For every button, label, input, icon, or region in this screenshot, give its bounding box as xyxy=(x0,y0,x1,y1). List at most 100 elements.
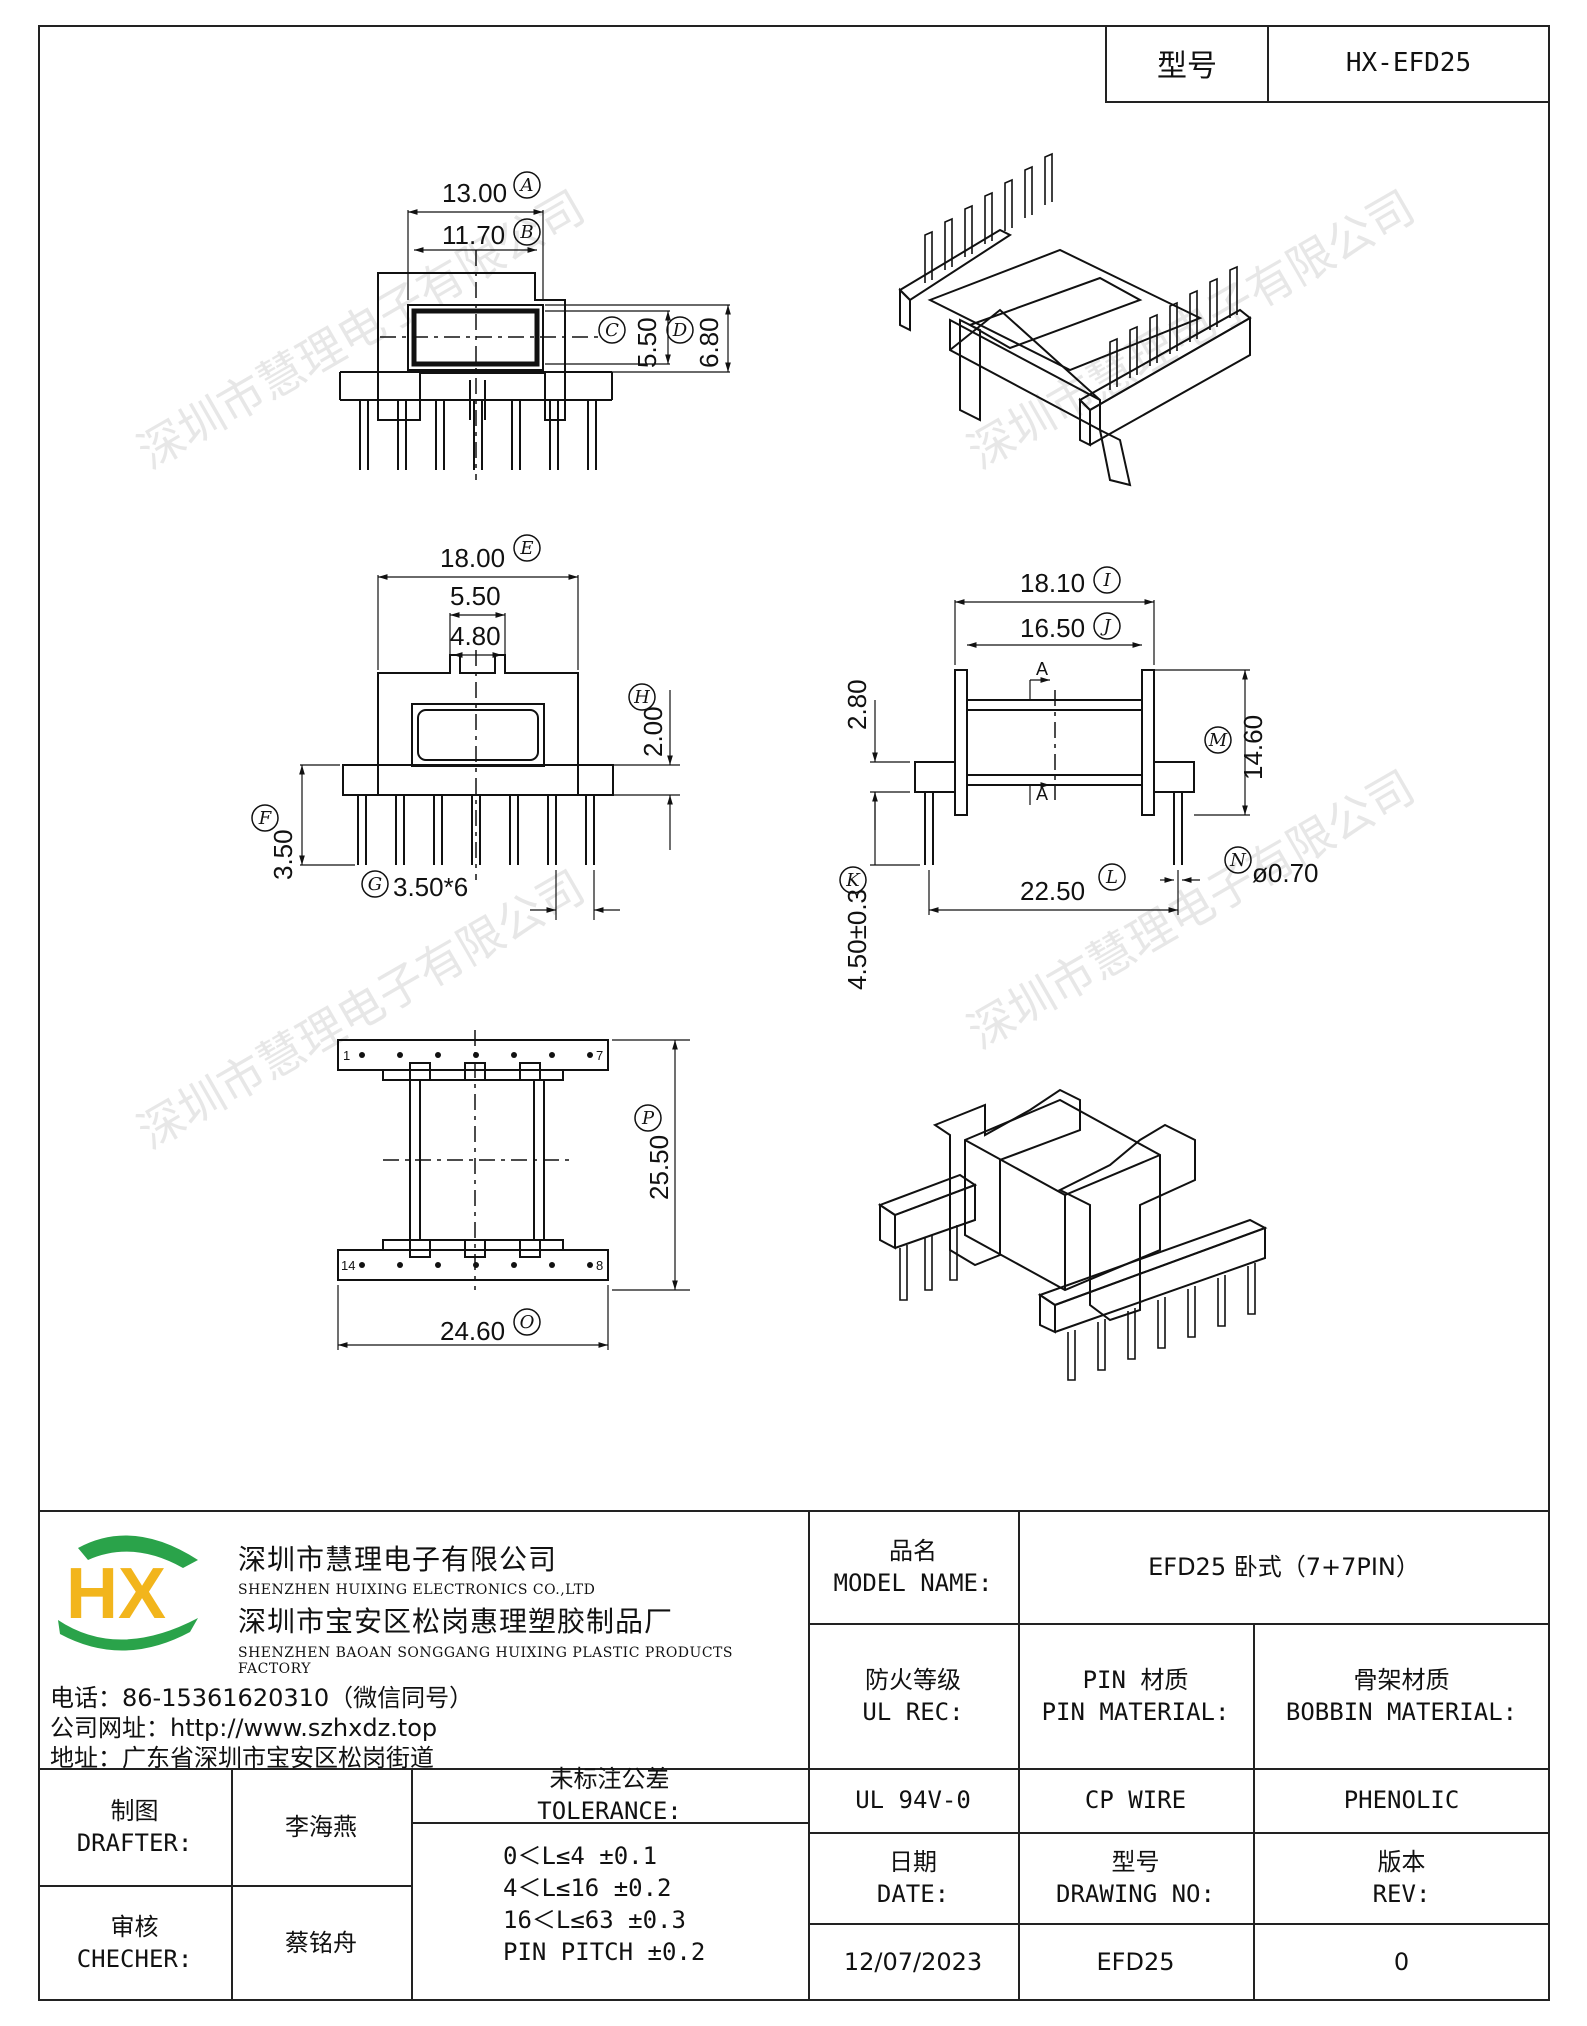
section-mark-top: A xyxy=(1036,659,1048,679)
date-cn: 日期 xyxy=(889,1847,937,1876)
pin-label-1: 1 xyxy=(343,1048,350,1063)
ul-rec-cn: 防火等级 xyxy=(865,1665,961,1694)
model-name-label: 品名 MODEL NAME: xyxy=(808,1510,1018,1623)
factory-en-name: SHENZHEN BAOAN SONGGANG HUIXING PLASTIC … xyxy=(238,1645,733,1677)
pin-label-14: 14 xyxy=(341,1258,355,1273)
bottom-view xyxy=(337,1030,690,1350)
dim-N: ø0.70 xyxy=(1252,858,1319,888)
rev-en: REV: xyxy=(1372,1879,1431,1908)
dim-E-inner2: 4.80 xyxy=(450,621,501,651)
rev-value: 0 xyxy=(1393,1948,1410,1976)
company-address: 地址：广东省深圳市宝安区松岗街道 xyxy=(50,1744,434,1772)
iso-view-top xyxy=(898,152,1252,487)
front-view xyxy=(299,574,680,920)
checker-en: CHECHER: xyxy=(76,1945,193,1973)
title-block: HX 深圳市慧理电子有限公司 SHENZHEN HUIXING ELECTRON… xyxy=(38,1510,1550,2001)
label-letter-l: L xyxy=(1105,867,1118,888)
ul-rec-label: 防火等级 UL REC: xyxy=(808,1623,1018,1768)
rev-cn: 版本 xyxy=(1377,1847,1426,1876)
company-cn-name: 深圳市慧理电子有限公司 xyxy=(238,1543,558,1576)
ul-rec-value: UL 94V-0 xyxy=(855,1786,971,1814)
drawing-frame xyxy=(38,25,1550,2001)
drafter-name: 李海燕 xyxy=(285,1812,357,1841)
iso-view-bottom xyxy=(877,1088,1268,1381)
bobbin-material-label: 骨架材质 BOBBIN MATERIAL: xyxy=(1253,1623,1550,1768)
dim-F: 3.50 xyxy=(268,829,298,880)
label-letter-n: N xyxy=(1229,850,1247,871)
model-name-value-text: EFD25 卧式（7+7PIN） xyxy=(1148,1552,1420,1581)
drawing-no-value: EFD25 xyxy=(1096,1948,1175,1976)
bobbin-material-value: PHENOLIC xyxy=(1343,1786,1460,1814)
bobbin-material-en: BOBBIN MATERIAL: xyxy=(1285,1697,1518,1726)
dim-2-80: 2.80 xyxy=(842,679,872,730)
label-letter-k: K xyxy=(845,870,861,891)
date-label: 日期 DATE: xyxy=(808,1832,1018,1923)
tolerance-row: PIN PITCH ±0.2 xyxy=(503,1938,706,1966)
tolerance-en: TOLERANCE: xyxy=(537,1797,682,1825)
watermark-3: 深圳市慧理电子有限公司 xyxy=(129,860,594,1160)
label-letter-b: B xyxy=(519,222,533,243)
pin-material-value: CP WIRE xyxy=(1084,1786,1187,1814)
label-letter-e: E xyxy=(519,538,533,559)
company-phone: 电话：86-15361620310（微信同号） xyxy=(50,1684,474,1712)
drawing-no-en: DRAWING NO: xyxy=(1056,1879,1215,1908)
dimension-labels: 13.00 11.70 5.50 6.80 18.00 5.50 4.80 2.… xyxy=(268,178,1319,1346)
pin-label-7: 7 xyxy=(596,1048,603,1063)
dim-J: 16.50 xyxy=(1020,613,1085,643)
dim-G: 3.50*6 xyxy=(393,872,468,902)
pin-material-label: PIN 材质 PIN MATERIAL: xyxy=(1018,1623,1253,1768)
dim-H: 2.00 xyxy=(638,706,668,757)
model-header: 型号 HX-EFD25 xyxy=(1105,25,1550,103)
section-mark-bottom: A xyxy=(1036,784,1048,804)
company-en-name: SHENZHEN HUIXING ELECTRONICS CO.,LTD xyxy=(238,1582,596,1598)
date-value: 12/07/2023 xyxy=(843,1948,983,1976)
tolerance-row: 4＜L≤16 ±0.2 xyxy=(503,1874,672,1902)
label-letter-m: M xyxy=(1208,730,1228,751)
checker-label: 审核 CHECHER: xyxy=(38,1885,231,2001)
dim-E: 18.00 xyxy=(440,543,505,573)
label-circles xyxy=(251,171,1252,1336)
drawing-no-cn: 型号 xyxy=(1111,1847,1160,1876)
tolerance-label: 未标注公差 TOLERANCE: xyxy=(411,1765,808,1825)
model-key: 型号 xyxy=(1107,25,1269,101)
tolerance-row: 16＜L≤63 ±0.3 xyxy=(503,1906,686,1934)
watermark-2: 深圳市慧理电子有限公司 xyxy=(959,180,1424,480)
bottom-view-pinholes xyxy=(359,1052,593,1268)
company-website: 公司网址：http://www.szhxdz.top xyxy=(50,1714,438,1742)
pin-material-en: PIN MATERIAL: xyxy=(1041,1697,1230,1726)
dim-K: 4.50±0.3 xyxy=(842,889,872,990)
pin-label-8: 8 xyxy=(596,1258,603,1273)
dim-A: 13.00 xyxy=(442,178,507,208)
dim-B: 11.70 xyxy=(442,220,505,250)
dim-O: 24.60 xyxy=(440,1316,505,1346)
end-view-pins xyxy=(359,400,597,470)
company-logo: HX xyxy=(58,1535,198,1651)
dim-C: 5.50 xyxy=(632,317,662,368)
label-letter-f: F xyxy=(258,808,273,829)
tolerance-table: 0＜L≤4 ±0.1 4＜L≤16 ±0.2 16＜L≤63 ±0.3 PIN … xyxy=(503,1840,803,1968)
factory-cn-name: 深圳市宝安区松岗惠理塑胶制品厂 xyxy=(238,1605,674,1638)
side-view xyxy=(870,599,1250,915)
label-letter-d: D xyxy=(672,320,688,341)
rev-label: 版本 REV: xyxy=(1253,1832,1550,1923)
label-letter-j: J xyxy=(1099,616,1112,637)
dim-M: 14.60 xyxy=(1238,715,1268,780)
front-view-pins xyxy=(357,795,595,865)
drafter-en: DRAFTER: xyxy=(76,1828,193,1857)
tolerance-cn: 未标注公差 xyxy=(549,1765,670,1793)
company-block: HX 深圳市慧理电子有限公司 SHENZHEN HUIXING ELECTRON… xyxy=(38,1510,808,1772)
company-logo-text: HX xyxy=(66,1554,166,1634)
label-letter-g: G xyxy=(368,874,382,895)
model-name-en: MODEL NAME: xyxy=(833,1568,993,1597)
dim-D: 6.80 xyxy=(694,317,724,368)
drafter-label: 制图 DRAFTER: xyxy=(38,1768,231,1885)
model-name-value: EFD25 卧式（7+7PIN） xyxy=(1018,1510,1550,1623)
dim-E-inner1: 5.50 xyxy=(450,581,501,611)
dim-I: 18.10 xyxy=(1020,568,1085,598)
date-en: DATE: xyxy=(876,1879,950,1908)
iso-bottom-pins xyxy=(899,1225,1256,1381)
label-letter-a: A xyxy=(519,175,534,196)
end-view xyxy=(339,209,731,480)
checker-cn: 审核 xyxy=(110,1913,159,1941)
bobbin-material-cn: 骨架材质 xyxy=(1353,1665,1450,1694)
